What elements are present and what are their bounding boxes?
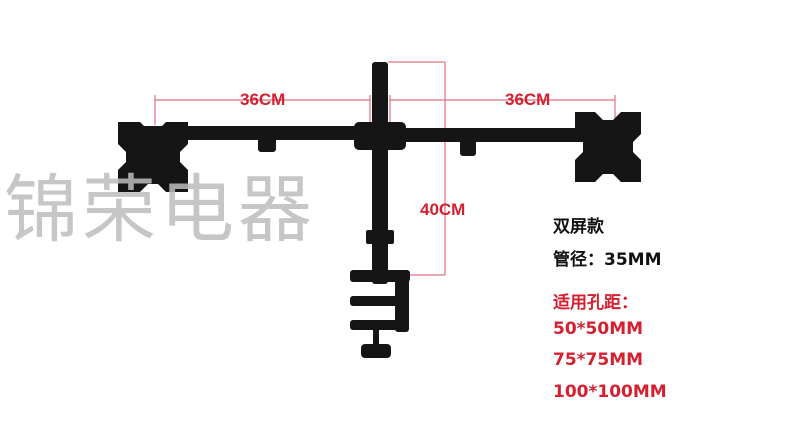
watermark: 锦荣电器 <box>4 167 316 253</box>
model-type: 双屏款 <box>553 217 604 237</box>
pole-height-label: 40CM <box>420 200 466 219</box>
dimension-lines <box>154 61 616 276</box>
left-arm-length-label: 36CM <box>240 90 286 109</box>
tube-diameter: 管径：35MM <box>553 250 662 270</box>
right-arm-length-label: 36CM <box>505 90 551 109</box>
vesa-size: 100*100MM <box>553 382 667 402</box>
vesa-size: 75*75MM <box>553 350 644 370</box>
vesa-title: 适用孔距： <box>553 293 638 313</box>
vesa-size: 50*50MM <box>553 319 644 339</box>
mount-body <box>118 62 641 358</box>
